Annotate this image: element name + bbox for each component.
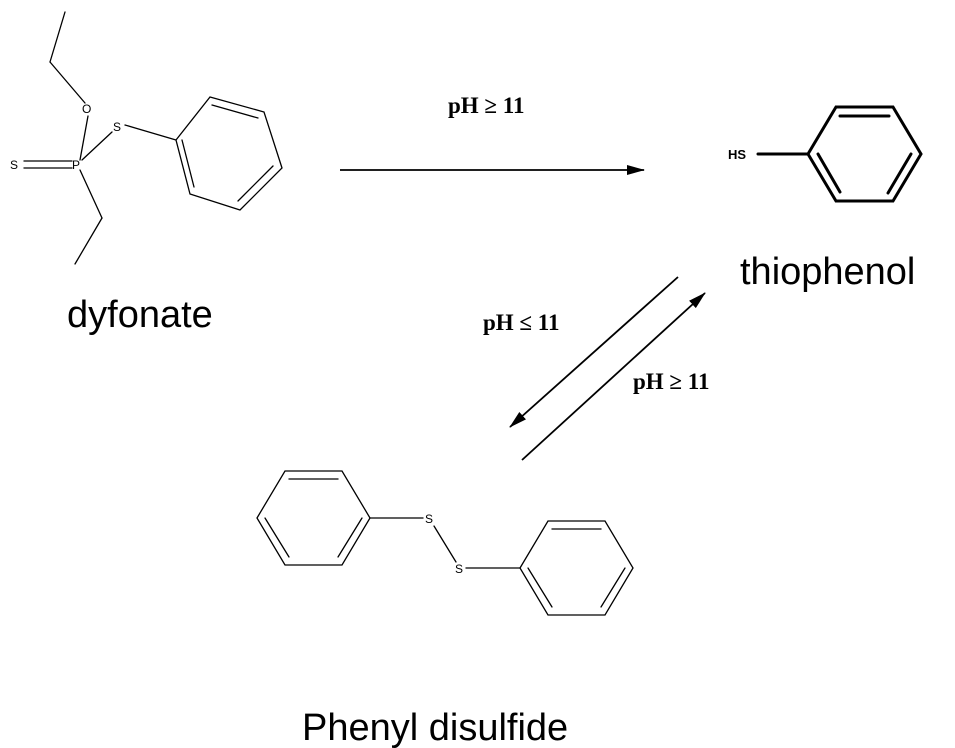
disulfide-sulfur-2: S — [455, 562, 463, 576]
condition-disulfide-to-thiophenol: pH ≥ 11 — [633, 369, 710, 394]
thiophenol-label: thiophenol — [740, 251, 915, 293]
dyfonate-structure: O S S P — [10, 11, 283, 265]
dyfonate-sulfur-double: S — [10, 158, 18, 172]
arrow-disulfide-to-thiophenol — [521, 292, 706, 461]
dyfonate-phosphorus: P — [72, 158, 80, 172]
dyfonate-label: dyfonate — [67, 294, 213, 336]
thiophenol-structure: HS — [728, 105, 923, 203]
condition-thiophenol-to-disulfide: pH ≤ 11 — [483, 310, 560, 335]
phenyl-disulfide-label: Phenyl disulfide — [302, 707, 568, 748]
arrow-thiophenol-to-disulfide — [509, 276, 679, 428]
thiophenol-thiol: HS — [728, 147, 746, 162]
phenyl-disulfide-structure: S S — [256, 470, 634, 616]
disulfide-sulfur-1: S — [425, 512, 433, 526]
dyfonate-oxygen: O — [82, 102, 91, 116]
condition-dyfonate-to-thiophenol: pH ≥ 11 — [448, 93, 525, 118]
dyfonate-sulfur-ester: S — [113, 120, 121, 134]
